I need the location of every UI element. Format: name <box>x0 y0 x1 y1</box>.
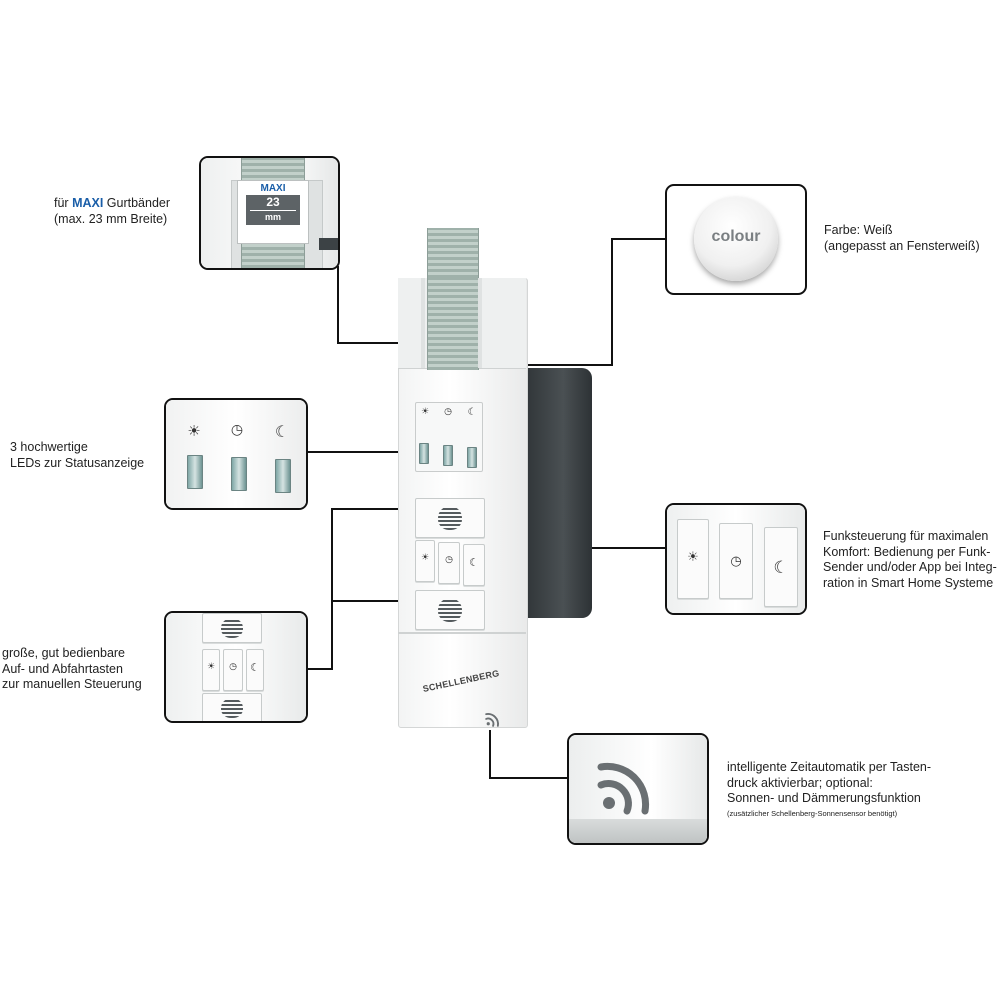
sun-icon: ☀ <box>206 662 216 672</box>
radio-line-1: Funksteuerung für maximalen <box>823 529 989 543</box>
device-seam <box>398 632 526 634</box>
callout-down-button[interactable] <box>202 693 262 721</box>
timer-line-3: Sonnen- und Dämmerungsfunktion <box>727 791 921 805</box>
colour-line-2: (angepasst an Fensterweiß) <box>824 238 980 253</box>
buttons-label: große, gut bedienbare Auf- und Abfahrtas… <box>2 646 142 693</box>
maxi-badge: MAXI 23 mm <box>237 180 309 244</box>
callout-buttons: ☀ ◷ ☾ <box>164 611 308 723</box>
radio-label: Funksteuerung für maximalen Komfort: Bed… <box>823 529 997 591</box>
device-led-moon <box>467 447 477 468</box>
clock-icon: ◷ <box>444 407 452 417</box>
buttons-line-2: Auf- und Abfahrtasten <box>2 661 123 676</box>
sun-icon: ☀ <box>187 422 201 440</box>
up-grille-icon <box>438 506 462 530</box>
callout-leds: ☀ ◷ ☾ <box>164 398 308 510</box>
callout-sun-button[interactable]: ☀ <box>202 649 220 691</box>
radio-moon-button[interactable]: ☾ <box>764 527 798 607</box>
callout-timer-edge <box>569 819 707 843</box>
maxi-badge-number: 23 <box>266 195 280 209</box>
moon-icon: ☾ <box>469 556 479 569</box>
timer-note: (zusätzlicher Schellenberg-Sonnensensor … <box>727 809 898 818</box>
colour-chip: colour <box>694 197 778 281</box>
clock-icon: ◷ <box>730 554 742 569</box>
clock-icon: ◷ <box>445 555 453 565</box>
colour-line-1: Farbe: Weiß <box>824 223 893 237</box>
moon-icon: ☾ <box>467 407 477 418</box>
callout-strap: MAXI 23 mm <box>199 156 340 270</box>
device-down-button[interactable] <box>415 590 485 630</box>
leds-line-2: LEDs zur Statusanzeige <box>10 455 145 470</box>
radio-clock-button[interactable]: ◷ <box>719 523 753 599</box>
radio-sun-button[interactable]: ☀ <box>677 519 709 599</box>
device-strap <box>427 278 479 370</box>
colour-chip-text: colour <box>711 228 761 245</box>
device-led-clock <box>443 445 453 466</box>
radio-line-2: Komfort: Bedienung per Funk- <box>823 544 991 559</box>
leds-label: 3 hochwertige LEDs zur Statusanzeige <box>10 440 144 471</box>
device-led-sun <box>419 443 429 464</box>
timer-line-1: intelligente Zeitautomatik per Tasten- <box>727 760 932 774</box>
down-grille-icon <box>221 698 243 718</box>
sun-icon: ☀ <box>687 550 699 565</box>
device-slot-right <box>478 278 482 368</box>
device-moon-button[interactable]: ☾ <box>463 544 485 586</box>
sun-icon: ☀ <box>420 407 430 417</box>
buttons-line-1: große, gut bedienbare <box>2 646 126 660</box>
down-grille-icon <box>438 598 462 622</box>
clock-icon: ◷ <box>230 422 244 438</box>
led-clock <box>231 457 247 491</box>
callout-moon-button[interactable]: ☾ <box>246 649 264 691</box>
wireless-icon <box>597 762 650 815</box>
radio-line-3: Sender und/oder App bei Integ- <box>823 560 997 574</box>
led-sun <box>187 455 203 489</box>
timer-label: intelligente Zeitautomatik per Tasten- d… <box>727 760 931 807</box>
leds-line-1: 3 hochwertige <box>10 440 88 454</box>
led-moon <box>275 459 291 493</box>
callout-timer <box>567 733 709 845</box>
callout-colour: colour <box>665 184 807 295</box>
colour-label: Farbe: Weiß (angepasst an Fensterweiß) <box>824 223 980 254</box>
callout-radio: ☀ ◷ ☾ <box>665 503 807 615</box>
callout-up-button[interactable] <box>202 613 262 643</box>
device-clock-button[interactable]: ◷ <box>438 542 460 584</box>
moon-icon: ☾ <box>250 661 260 674</box>
maxi-prefix: für <box>54 196 73 210</box>
timer-line-2: druck aktivierbar; optional: <box>727 775 873 790</box>
buttons-line-3: zur manuellen Steuerung <box>2 677 142 691</box>
maxi-label: für MAXI Gurtbänder (max. 23 mm Breite) <box>54 196 170 227</box>
radio-line-4: ration in Smart Home Systeme <box>823 575 994 590</box>
callout-strap-shadow <box>319 238 338 250</box>
moon-icon: ☾ <box>773 558 789 578</box>
roller-shutter-device: ☀ ◷ ☾ ☀ ◷ ☾ SCHELLENBERG <box>398 278 528 728</box>
maxi-badge-plate: 23 mm <box>246 195 300 225</box>
sun-icon: ☀ <box>420 553 430 563</box>
maxi-width: (max. 23 mm Breite) <box>54 211 168 226</box>
clock-icon: ◷ <box>229 662 237 672</box>
device-slot-left <box>421 278 425 368</box>
maxi-badge-arrow <box>250 210 296 211</box>
maxi-badge-title: MAXI <box>260 183 286 194</box>
up-grille-icon <box>221 618 243 638</box>
leader-buttons <box>304 508 414 670</box>
device-sun-button[interactable]: ☀ <box>415 540 435 582</box>
maxi-word: MAXI <box>72 196 104 210</box>
device-up-button[interactable] <box>415 498 485 538</box>
leader-colour <box>494 238 665 366</box>
callout-clock-button[interactable]: ◷ <box>223 649 243 691</box>
maxi-suffix: Gurtbänder <box>103 196 171 210</box>
maxi-badge-unit: mm <box>264 212 281 222</box>
device-shadow <box>520 368 592 618</box>
moon-icon: ☾ <box>274 422 290 441</box>
device-wireless-icon <box>485 713 499 727</box>
leader-timer <box>489 730 567 779</box>
led-panel: ☀ ◷ ☾ <box>415 402 483 472</box>
